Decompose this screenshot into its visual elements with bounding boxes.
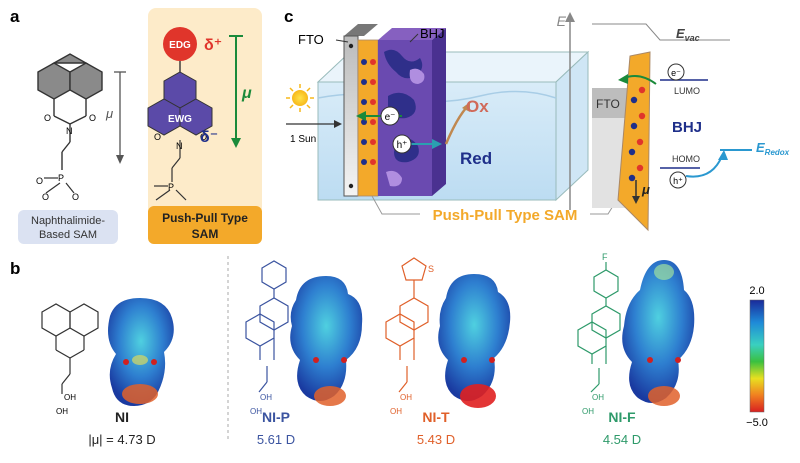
energy-mu-label: μ bbox=[641, 182, 650, 197]
scale-min-label: −5.0 bbox=[746, 417, 768, 429]
nif-dipole: 4.54 D bbox=[603, 432, 641, 447]
energy-electron-label: e⁻ bbox=[671, 68, 681, 78]
e-redox-label: ERedox bbox=[756, 140, 790, 157]
homo-label: HOMO bbox=[672, 154, 700, 164]
esp-color-scale bbox=[749, 299, 765, 413]
delta-plus: δ⁺ bbox=[204, 37, 222, 54]
molecule-ni-structure bbox=[41, 303, 99, 394]
scale-max-label: 2.0 bbox=[749, 285, 764, 297]
delta-minus: δ⁻ bbox=[200, 129, 218, 146]
naph-dipole-arrow bbox=[114, 71, 126, 164]
pushpull-label-line2: SAM bbox=[192, 227, 219, 241]
nit-dipole: 5.43 D bbox=[417, 432, 455, 447]
ni-dipole: |μ| = 4.73 D bbox=[88, 432, 155, 447]
molecule-nit-structure bbox=[385, 257, 429, 393]
pp-n: N bbox=[176, 141, 183, 151]
nif-name: NI-F bbox=[608, 409, 636, 425]
naph-label-box bbox=[18, 210, 118, 244]
naphthalimide-structure bbox=[37, 53, 103, 170]
electron-bubble bbox=[380, 106, 400, 126]
electron-label: e⁻ bbox=[385, 112, 396, 123]
e-vac-label: Evac bbox=[676, 26, 700, 43]
nif-oh: OH bbox=[592, 393, 604, 402]
panel-b-letter: b bbox=[10, 259, 20, 278]
pushpull-sam-callout: Push-Pull Type SAM bbox=[433, 207, 578, 224]
panel-c-letter: c bbox=[284, 7, 293, 26]
edg-circle bbox=[163, 27, 197, 61]
nip-name: NI-P bbox=[262, 409, 290, 425]
pushpull-dipole-arrow bbox=[229, 35, 243, 148]
bhj-label: BHJ bbox=[420, 26, 445, 41]
naph-mu: μ bbox=[105, 106, 113, 121]
lumo-label: LUMO bbox=[674, 86, 700, 96]
hole-bubble bbox=[392, 134, 412, 154]
energy-axis-label: E bbox=[557, 13, 567, 29]
red-label: Red bbox=[460, 149, 492, 168]
naph-n: N bbox=[66, 126, 73, 136]
pp-p: P bbox=[168, 182, 174, 192]
energy-hole-label: h⁺ bbox=[673, 176, 683, 186]
pp-o-left: O bbox=[154, 132, 161, 142]
naph-o-right: O bbox=[89, 113, 96, 123]
nit-name: NI-T bbox=[422, 409, 450, 425]
hole-label: h⁺ bbox=[397, 140, 408, 151]
nit-oh: OH bbox=[400, 393, 412, 402]
ni-oh: OH bbox=[64, 393, 76, 402]
nif-oh-2: OH bbox=[582, 407, 594, 416]
fto-label: FTO bbox=[298, 32, 324, 47]
molecule-nif-structure bbox=[577, 262, 621, 393]
naph-label-line1: Naphthalimide- bbox=[31, 215, 105, 227]
nit-oh-2: OH bbox=[390, 407, 402, 416]
naph-o-left: O bbox=[44, 113, 51, 123]
bhj-energy-label: BHJ bbox=[672, 119, 702, 136]
energy-diagram bbox=[565, 12, 752, 232]
pushpull-label-line1: Push-Pull Type bbox=[162, 211, 248, 225]
ox-label: Ox bbox=[466, 97, 489, 116]
edg-label: EDG bbox=[169, 40, 191, 51]
naph-o-3: O bbox=[72, 192, 79, 202]
esp-map-nip bbox=[290, 276, 363, 406]
naph-label-line2: Based SAM bbox=[39, 229, 97, 241]
nip-dipole: 5.61 D bbox=[257, 432, 295, 447]
ewg-structure bbox=[147, 71, 213, 136]
esp-map-nit bbox=[438, 274, 511, 408]
nip-oh: OH bbox=[260, 393, 272, 402]
naph-o-2: O bbox=[42, 192, 49, 202]
sun-label: 1 Sun bbox=[290, 134, 316, 145]
energy-hole-bubble bbox=[669, 171, 687, 189]
nif-f: F bbox=[602, 252, 608, 262]
panel-a-letter: a bbox=[10, 7, 20, 26]
naph-o-1: O bbox=[36, 176, 43, 186]
nip-oh-2: OH bbox=[250, 407, 262, 416]
pushpull-mu: μ bbox=[241, 85, 252, 102]
esp-map-nif bbox=[622, 260, 695, 406]
ni-oh-2: OH bbox=[56, 407, 68, 416]
nit-s: S bbox=[428, 264, 434, 274]
pp-o-right: O bbox=[200, 132, 207, 142]
sun-icon bbox=[286, 84, 314, 112]
esp-map-ni bbox=[108, 298, 174, 406]
pushpull-label-box bbox=[148, 206, 262, 244]
fto-energy-label: FTO bbox=[596, 97, 620, 111]
bhj-block bbox=[378, 28, 446, 196]
energy-electron-bubble bbox=[667, 63, 685, 81]
naph-p: P bbox=[58, 173, 64, 183]
ni-name: NI bbox=[115, 409, 129, 425]
ewg-label: EWG bbox=[168, 114, 192, 125]
molecule-nip-structure bbox=[245, 260, 289, 393]
